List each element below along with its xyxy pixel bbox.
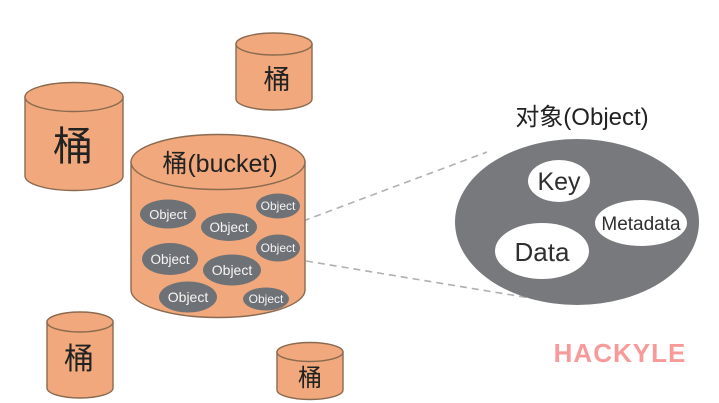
object-ellipse-1: Object	[140, 199, 196, 229]
zoom-dashed-line-lower	[305, 260, 537, 300]
metadata-part: Metadata	[595, 200, 687, 246]
key-label: Key	[537, 168, 581, 196]
data-label: Data	[515, 237, 570, 267]
watermark-text: HACKYLE	[554, 338, 687, 368]
object-detail: 对象(Object) Key Metadata Data	[455, 104, 699, 305]
object-ellipse	[142, 243, 198, 275]
bucket-main-label: 桶(bucket)	[162, 150, 277, 178]
bucket-top-left: 桶	[24, 81, 124, 192]
bucket-label: 桶	[264, 65, 291, 95]
object-ellipse-2: Object	[201, 213, 257, 241]
object-ellipse	[159, 281, 217, 313]
bucket-cylinder-body	[276, 351, 344, 401]
object-label: Object	[212, 262, 253, 278]
bucket-cylinder-top	[130, 133, 306, 191]
bucket-top-middle: 桶	[235, 32, 313, 111]
key-ellipse	[528, 160, 590, 202]
object-ellipse-6: Object	[203, 254, 261, 286]
object-label: Object	[209, 220, 248, 235]
object-label: Object	[261, 241, 296, 255]
key-part: Key	[528, 160, 590, 202]
object-ellipse	[243, 287, 289, 311]
object-label: Object	[149, 207, 187, 222]
object-ellipse	[256, 193, 300, 219]
bucket-label: 桶	[64, 343, 94, 376]
bucket-bottom-right: 桶	[276, 341, 344, 401]
zoom-dashed-line-upper	[302, 151, 488, 222]
bucket-cylinder-top	[235, 32, 313, 56]
bucket-label: 桶	[53, 125, 93, 169]
object-ellipse	[201, 213, 257, 241]
data-ellipse	[495, 223, 589, 279]
object-ellipse	[256, 234, 300, 262]
object-label: Object	[150, 252, 189, 267]
object-ellipse-3: Object	[256, 193, 300, 219]
bucket-cylinder-top	[276, 341, 344, 363]
bucket-cylinder-top	[46, 311, 114, 333]
object-label: Object	[249, 292, 284, 306]
bucket-bottom-left: 桶	[46, 311, 114, 399]
metadata-ellipse	[595, 200, 687, 246]
bucket-cylinder-body	[24, 96, 124, 192]
object-ellipse-7: Object	[159, 281, 217, 313]
object-ellipse-4: Object	[256, 234, 300, 262]
data-part: Data	[495, 223, 589, 279]
bucket-cylinder-body	[46, 321, 114, 399]
bucket-label: 桶	[298, 365, 322, 392]
bucket-cylinder-top	[24, 81, 124, 113]
object-ellipse-5: Object	[142, 243, 198, 275]
object-label: Object	[168, 289, 209, 305]
object-ellipse-8: Object	[243, 287, 289, 311]
object-ellipse	[203, 254, 261, 286]
bucket-main: 桶(bucket) Object Object Object Object Ob…	[130, 133, 306, 319]
object-ellipse	[140, 199, 196, 229]
metadata-label: Metadata	[601, 214, 681, 235]
object-label: Object	[261, 199, 296, 213]
object-detail-title: 对象(Object)	[515, 104, 648, 131]
bucket-cylinder-body	[235, 43, 313, 111]
